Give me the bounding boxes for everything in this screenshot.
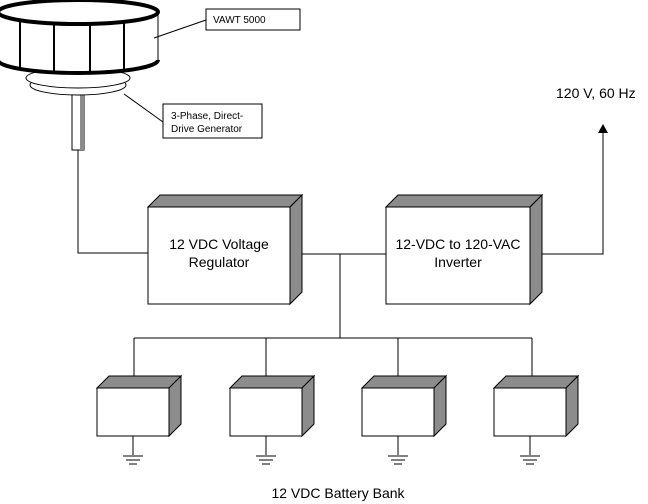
regulator-label-line2: Regulator <box>189 254 250 270</box>
inverter-side-face <box>529 193 543 306</box>
battery <box>360 374 448 465</box>
ground-icon <box>256 455 276 465</box>
generator-callout: 3-Phase, Direct- Drive Generator <box>123 93 263 139</box>
regulator-label-line1: 12 VDC Voltage <box>169 236 269 252</box>
inverter-label-line1: 12-VDC to 120-VAC <box>395 236 520 252</box>
generator-label-line1: 3-Phase, Direct- <box>171 111 243 122</box>
turbine-mast-shadow <box>80 94 84 150</box>
inverter-to-output-wire <box>542 132 604 255</box>
output-label: 120 V, 60 Hz <box>556 85 636 101</box>
wiring <box>77 124 608 378</box>
ground-icon <box>388 455 408 465</box>
battery-front-face <box>493 387 567 437</box>
generator-callout-box <box>162 103 263 139</box>
battery-top-face <box>360 375 448 389</box>
battery-bank-label: 12 VDC Battery Bank <box>271 485 405 501</box>
battery-top-face <box>228 375 316 389</box>
vawt-callout-box <box>205 8 301 31</box>
battery <box>492 374 580 465</box>
ground-icon <box>520 455 540 465</box>
regulator-side-face <box>289 193 303 306</box>
regulator-top-face <box>146 194 304 208</box>
turbine-rotor-bottom-rim <box>0 59 160 75</box>
battery-front-face <box>229 387 303 437</box>
vawt-turbine <box>0 0 160 151</box>
battery-top-face <box>95 375 183 389</box>
generator-label-line2: Drive Generator <box>171 124 243 135</box>
battery <box>95 374 183 465</box>
voltage-regulator: 12 VDC Voltage Regulator <box>146 193 304 306</box>
generator-to-regulator-wire <box>77 150 148 254</box>
battery-front-face <box>96 387 170 437</box>
inverter-front-face <box>385 206 531 305</box>
battery-top-face <box>492 375 580 389</box>
turbine-rotor-top-rim <box>0 0 160 26</box>
ground-icon <box>123 455 143 465</box>
battery-front-face <box>361 387 435 437</box>
inverter-label-line2: Inverter <box>434 254 482 270</box>
vawt-callout: VAWT 5000 <box>153 8 301 39</box>
vawt-label: VAWT 5000 <box>213 15 266 26</box>
generator-callout-leader <box>123 93 164 123</box>
inverter-top-face <box>384 194 544 208</box>
vawt-callout-leader <box>153 19 207 39</box>
output-arrowhead <box>598 124 608 133</box>
inverter: 12-VDC to 120-VAC Inverter <box>384 193 544 306</box>
regulator-front-face <box>147 206 291 305</box>
battery <box>228 374 316 465</box>
